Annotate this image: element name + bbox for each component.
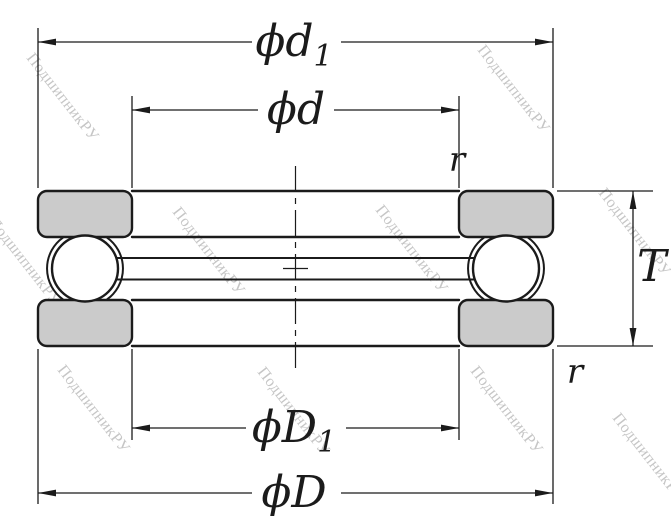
arrowhead [629,191,637,209]
watermark-text: ПодшипникРУ [169,204,248,299]
watermark-text: ПодшипникРУ [23,50,102,145]
housing-washer-left-section [36,298,134,348]
arrowhead [629,328,637,346]
watermark-text: ПодшипникРУ [609,410,671,505]
arrowhead [132,424,150,432]
housing-washer-right-section [457,298,555,348]
arrowhead [38,489,56,497]
cage-arc-left-ball-outer [46,236,64,301]
dimension-phi-d1: ϕd1 [37,16,554,188]
cage-arc-left-ball-inner [106,236,124,301]
dimension-phi-d: ϕd [131,84,460,188]
watermark-text: ПодшипникРУ [467,363,546,458]
dim-label-T: T [637,241,670,292]
arrowhead [38,38,56,46]
arrowhead [132,106,150,114]
r-label-bottom: r [567,352,585,392]
arrowhead [535,489,553,497]
watermark-text: ПодшипникРУ [474,42,553,137]
dim-label-phi-d: ϕd [267,84,325,135]
shaft-washer-right-section [457,189,555,239]
dim-label-phi-D: ϕD [261,467,326,518]
arrowhead [441,424,459,432]
r-label-top: r [449,140,467,180]
arrowhead [535,38,553,46]
right-ball [471,234,541,303]
cage-arc-right-ball-inner [467,236,485,301]
watermark-text: ПодшипникРУ [54,362,133,457]
arrowhead [441,106,459,114]
shaft-washer-left-section [36,189,134,239]
cage-arc-right-ball-outer [527,236,545,301]
dimension-thickness-T: T [557,190,670,347]
watermark-text: ПодшипникРУ [372,202,451,297]
dim-label-phi-D1: ϕD1 [252,402,336,460]
dimension-phi-D: ϕD [37,349,554,518]
left-ball [50,234,120,303]
bearing-section [36,166,555,371]
dim-label-phi-d1: ϕd1 [255,16,332,74]
dimension-phi-D1: ϕD1 [131,349,460,460]
